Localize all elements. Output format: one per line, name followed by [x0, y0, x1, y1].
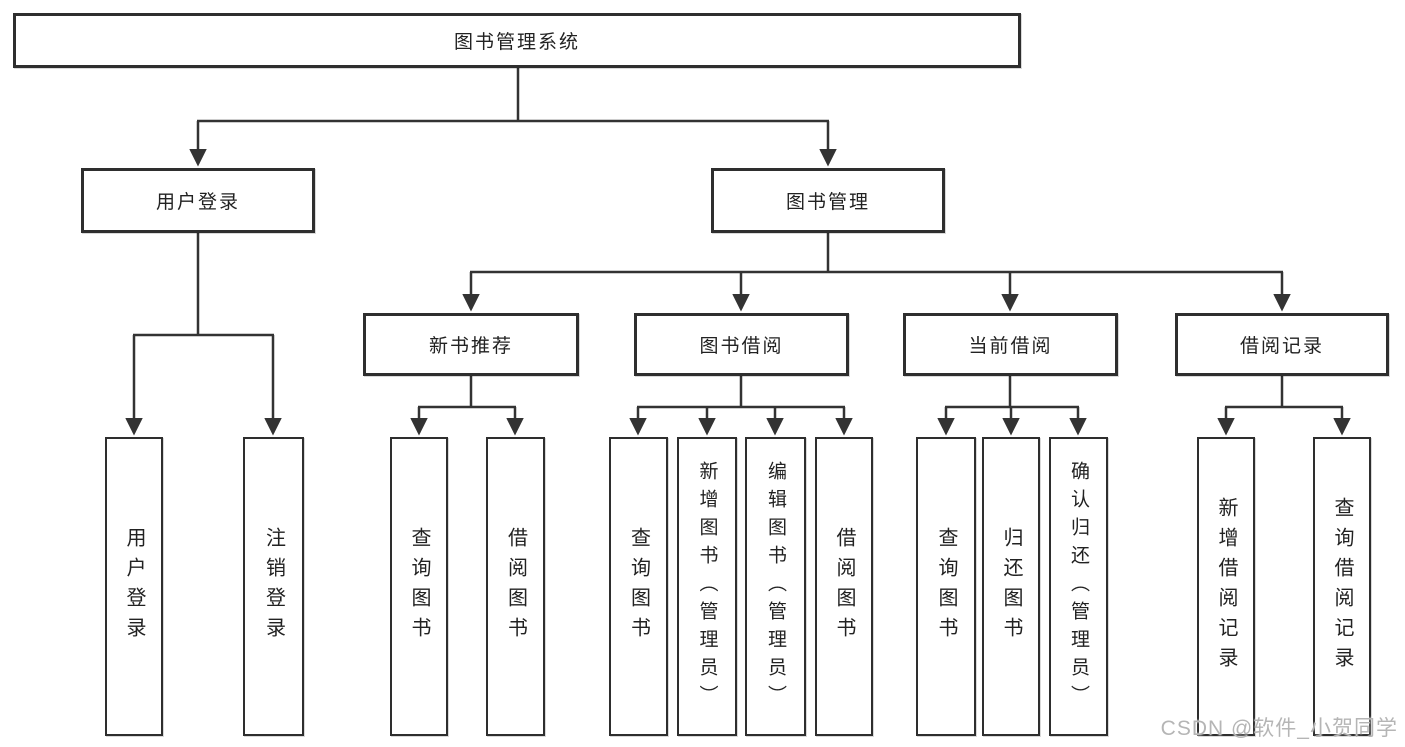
- leaf-query-book-recommend: 查询图书: [390, 437, 448, 736]
- node-borrow-records: 借阅记录: [1175, 313, 1389, 376]
- node-current-borrow: 当前借阅: [903, 313, 1118, 376]
- node-book-management: 图书管理: [711, 168, 945, 233]
- csdn-watermark: CSDN @软件_小贺同学: [1160, 717, 1398, 740]
- leaf-logout: 注销登录: [243, 437, 304, 736]
- leaf-user-login: 用户登录: [105, 437, 163, 736]
- node-root-system: 图书管理系统: [13, 13, 1021, 68]
- leaf-add-book-admin: 新增图书（管理员）: [677, 437, 737, 736]
- node-book-borrow: 图书借阅: [634, 313, 849, 376]
- node-new-book-recommend: 新书推荐: [363, 313, 579, 376]
- leaf-confirm-return-admin: 确认归还（管理员）: [1049, 437, 1108, 736]
- leaf-borrow-book: 借阅图书: [815, 437, 873, 736]
- leaf-borrow-book-recommend: 借阅图书: [486, 437, 545, 736]
- leaf-query-book-current: 查询图书: [916, 437, 976, 736]
- leaf-query-book-borrow: 查询图书: [609, 437, 668, 736]
- leaf-return-book: 归还图书: [982, 437, 1040, 736]
- leaf-add-borrow-record: 新增借阅记录: [1197, 437, 1255, 736]
- leaf-edit-book-admin: 编辑图书（管理员）: [745, 437, 806, 736]
- node-user-login: 用户登录: [81, 168, 315, 233]
- leaf-query-borrow-record: 查询借阅记录: [1313, 437, 1371, 736]
